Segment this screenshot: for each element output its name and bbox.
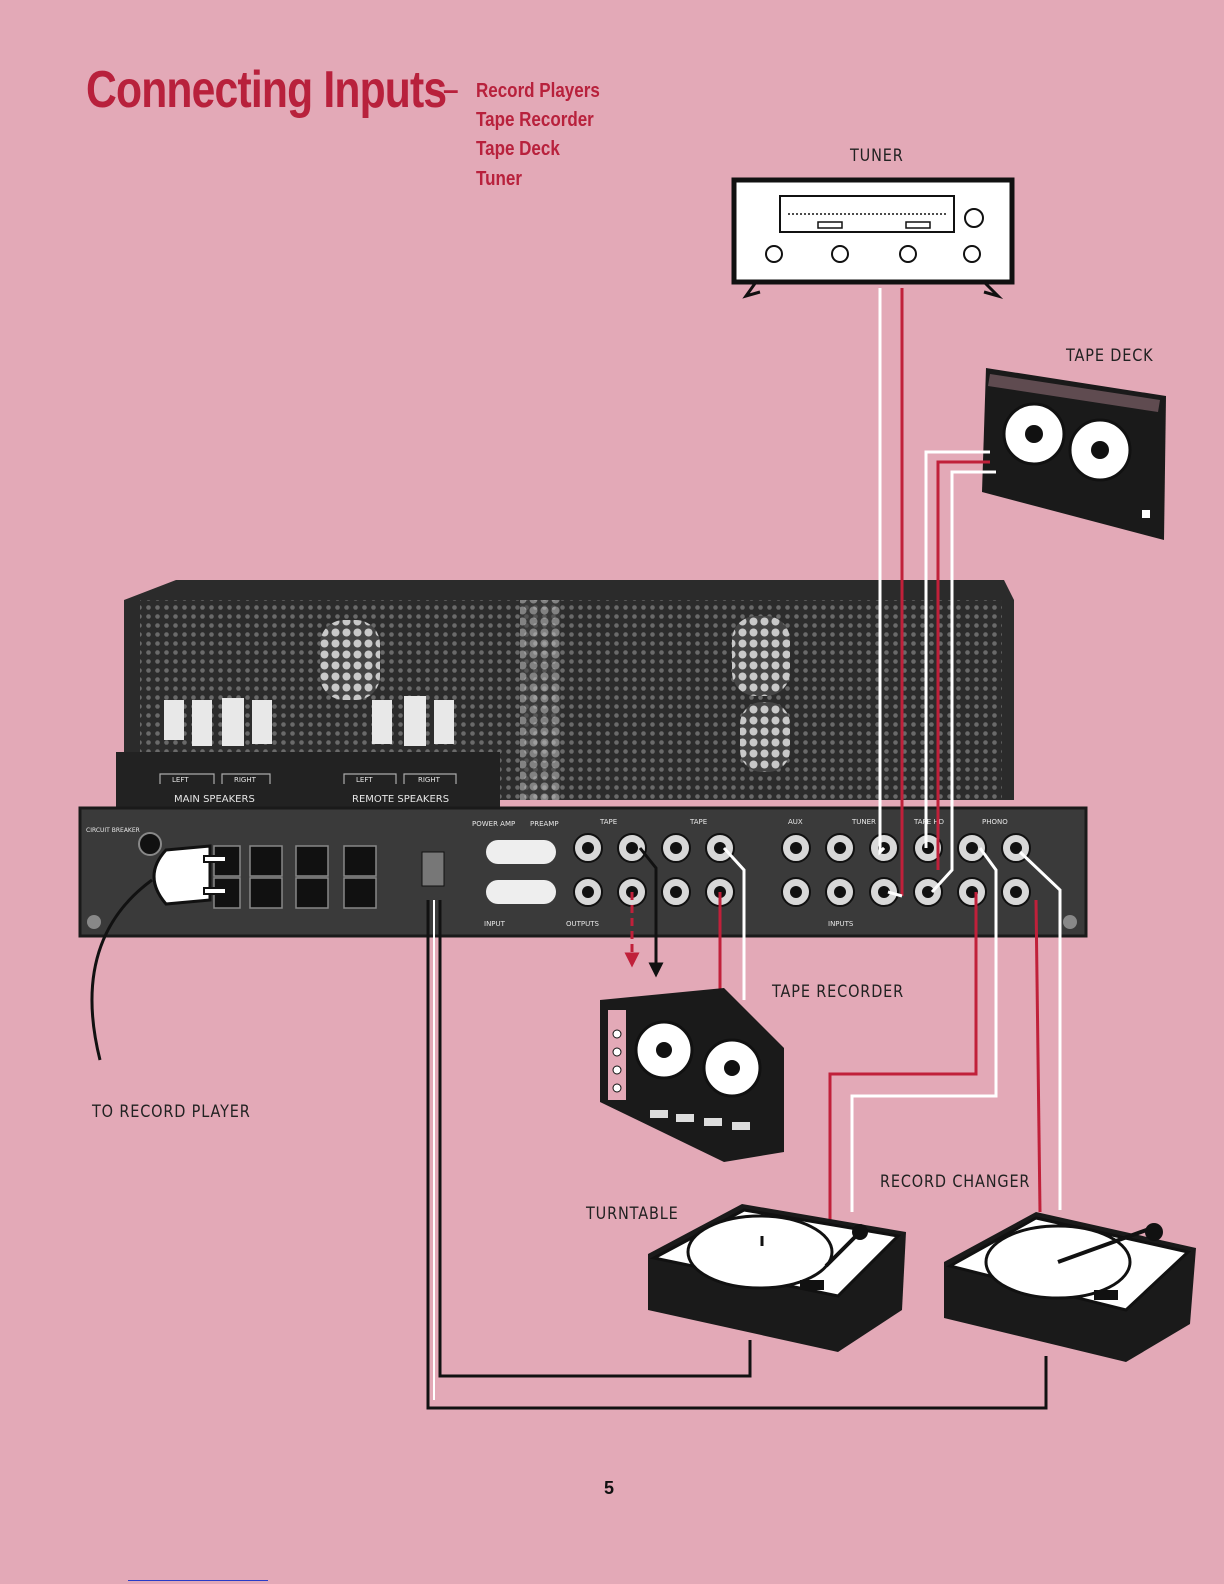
amplifier-unit [80, 580, 1086, 936]
label-input: INPUT [484, 920, 506, 928]
label-to-record-player: TO RECORD PLAYER [92, 1102, 251, 1122]
label-tuner: TUNER [850, 146, 904, 166]
label-tuner-input: TUNER [851, 818, 876, 826]
bottom-link-underline [128, 1580, 268, 1581]
label-power-amp: POWER AMP [472, 820, 515, 828]
record-changer-unit [944, 1212, 1196, 1362]
tape-deck-unit [982, 368, 1166, 540]
label-left-remote: LEFT [356, 776, 373, 784]
label-main-speakers: MAIN SPEAKERS [174, 794, 255, 805]
label-right-remote: RIGHT [418, 776, 441, 784]
turntable-unit [648, 1204, 906, 1352]
label-record-changer: RECORD CHANGER [880, 1172, 1030, 1192]
label-tape-deck: TAPE DECK [1066, 346, 1154, 366]
tuner-unit [734, 180, 1012, 296]
label-outputs: OUTPUTS [566, 920, 600, 928]
label-phono: PHONO [982, 818, 1008, 826]
label-remote-speakers: REMOTE SPEAKERS [352, 794, 449, 805]
label-turntable: TURNTABLE [586, 1204, 679, 1224]
label-aux: AUX [788, 818, 803, 826]
label-left-main: LEFT [172, 776, 189, 784]
label-circuit-breaker: CIRCUIT BREAKER [86, 827, 140, 834]
label-tape-recorder: TAPE RECORDER [772, 982, 904, 1002]
label-tape-2: TAPE [689, 818, 707, 826]
label-tape-1: TAPE [599, 818, 617, 826]
label-right-main: RIGHT [234, 776, 257, 784]
page-number: 5 [604, 1478, 614, 1499]
label-inputs: INPUTS [828, 920, 854, 928]
tape-recorder-unit [600, 988, 784, 1162]
label-preamp: PREAMP [530, 820, 559, 828]
